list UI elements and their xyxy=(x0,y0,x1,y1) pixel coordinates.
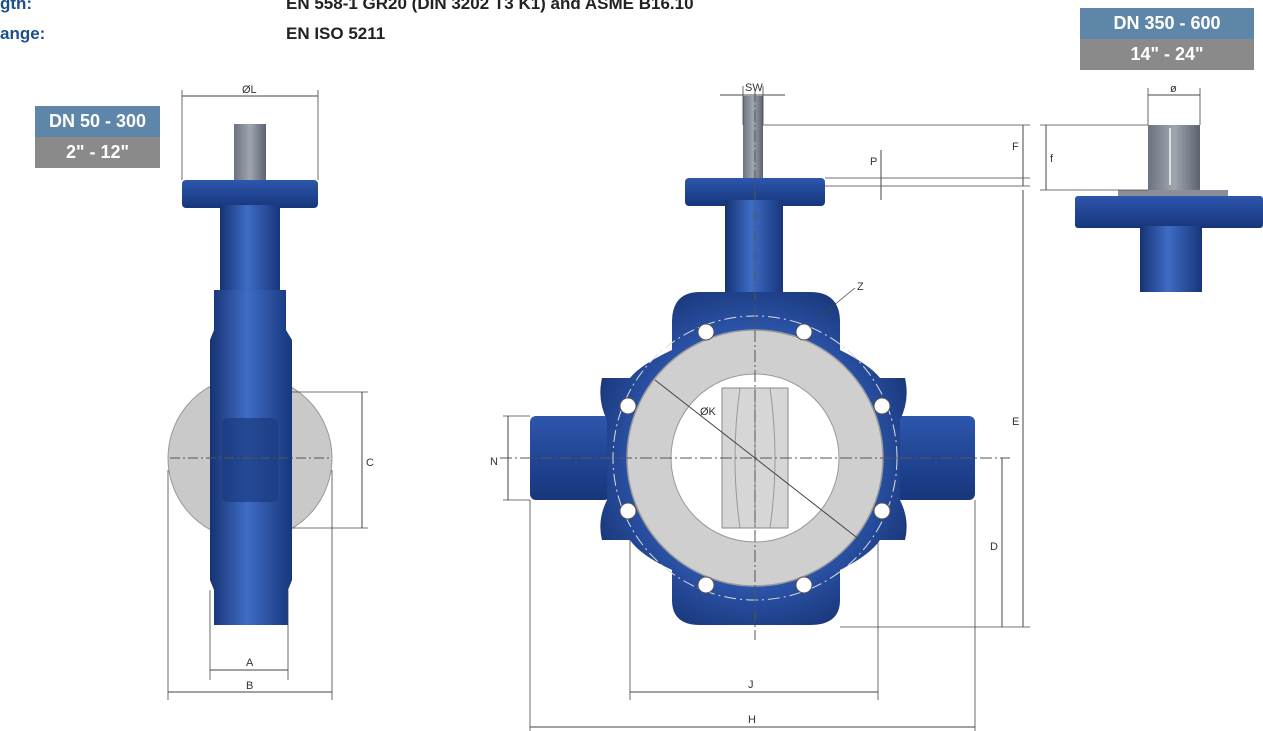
detail-neck xyxy=(1140,226,1202,292)
dim-sw: SW xyxy=(745,82,763,94)
header-value-flange: EN ISO 5211 xyxy=(286,24,386,43)
size-badge-small: DN 50 - 300 2" - 12" xyxy=(35,106,160,168)
detail-flange xyxy=(1075,196,1263,228)
dim-b: B xyxy=(246,680,253,692)
side-stem xyxy=(234,124,266,184)
detail-dim-phi: ø xyxy=(1170,83,1177,95)
side-top-flange xyxy=(182,180,318,208)
detail-dim-f: f xyxy=(1050,153,1054,165)
dim-h: H xyxy=(748,714,756,726)
dim-d: D xyxy=(990,541,998,553)
dim-e: E xyxy=(1012,416,1019,428)
badge-inch-small: 2" - 12" xyxy=(35,137,160,168)
bolt-holes xyxy=(619,323,891,594)
front-neck xyxy=(725,200,783,295)
badge-dn-large: DN 350 - 600 xyxy=(1080,8,1254,39)
dim-f: F xyxy=(1012,141,1019,153)
header-value-length: EN 558-1 GR20 (DIN 3202 T3 K1) and ASME … xyxy=(286,0,694,13)
side-body-window xyxy=(222,418,278,502)
header-label-flange: ange: xyxy=(0,24,46,43)
badge-inch-large: 14" - 24" xyxy=(1080,39,1254,70)
side-neck xyxy=(220,205,280,295)
dim-c: C xyxy=(366,457,374,469)
dim-j: J xyxy=(748,679,754,691)
dim-phi-l: ØL xyxy=(242,84,257,96)
side-view: ØL A B C xyxy=(167,84,374,700)
detail-stem xyxy=(1148,125,1200,193)
badge-dn-small: DN 50 - 300 xyxy=(35,106,160,137)
dim-z: Z xyxy=(857,281,864,293)
detail-plate xyxy=(1118,190,1228,198)
dim-p: P xyxy=(870,156,877,168)
front-view: ØK Z SW F P E D N J xyxy=(490,82,1030,731)
header-label-length: gth: xyxy=(0,0,33,13)
dim-a: A xyxy=(246,657,254,669)
size-badge-large: DN 350 - 600 14" - 24" xyxy=(1080,8,1254,70)
dim-n: N xyxy=(490,456,498,468)
front-stem xyxy=(743,96,763,182)
detail-view: ø f xyxy=(1040,83,1263,292)
dim-phi-k: ØK xyxy=(700,406,717,418)
